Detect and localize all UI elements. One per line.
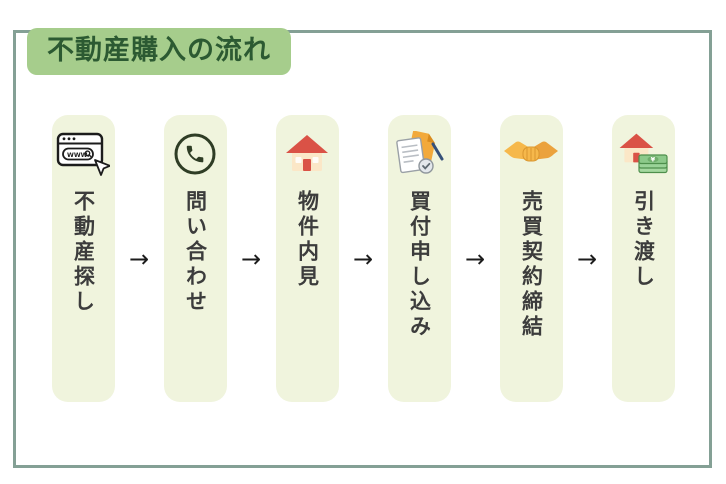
step-card-handover: ¥ 引き渡し (611, 115, 675, 402)
step-label: 買付申し込み (407, 190, 432, 340)
step-label: 問い合わせ (183, 190, 208, 315)
step-label: 引き渡し (631, 190, 656, 290)
house-icon (284, 128, 330, 180)
flow-row: WWW. 不動産探し → 問い合わせ (16, 115, 710, 402)
step-card-viewing: 物件内見 (275, 115, 339, 402)
step-card-contract: 売買契約締結 (499, 115, 563, 402)
step-card-application: 買付申し込み (387, 115, 451, 402)
flow-arrow: → (451, 115, 500, 402)
page-title: 不動産購入の流れ (27, 28, 291, 75)
arrow-icon: → (128, 244, 150, 273)
flow-frame (13, 30, 712, 468)
step-card-inquiry: 問い合わせ (163, 115, 227, 402)
handshake-icon (503, 128, 559, 180)
flow-arrow: → (115, 115, 164, 402)
arrow-icon: → (576, 244, 598, 273)
step-label: 売買契約締結 (519, 190, 544, 340)
step-label: 不動産探し (71, 190, 96, 315)
arrow-icon: → (464, 244, 486, 273)
flow-arrow: → (339, 115, 388, 402)
svg-text:WWW.: WWW. (67, 152, 89, 159)
step-card-search: WWW. 不動産探し (51, 115, 115, 402)
house-money-icon: ¥ (617, 128, 669, 180)
arrow-icon: → (352, 244, 374, 273)
documents-pen-icon (394, 128, 444, 180)
step-label: 物件内見 (295, 190, 320, 290)
arrow-icon: → (240, 244, 262, 273)
flow-arrow: → (227, 115, 276, 402)
flow-arrow: → (563, 115, 612, 402)
svg-text:¥: ¥ (651, 156, 656, 164)
phone-circle-icon (172, 128, 218, 180)
browser-search-icon: WWW. (56, 128, 110, 180)
